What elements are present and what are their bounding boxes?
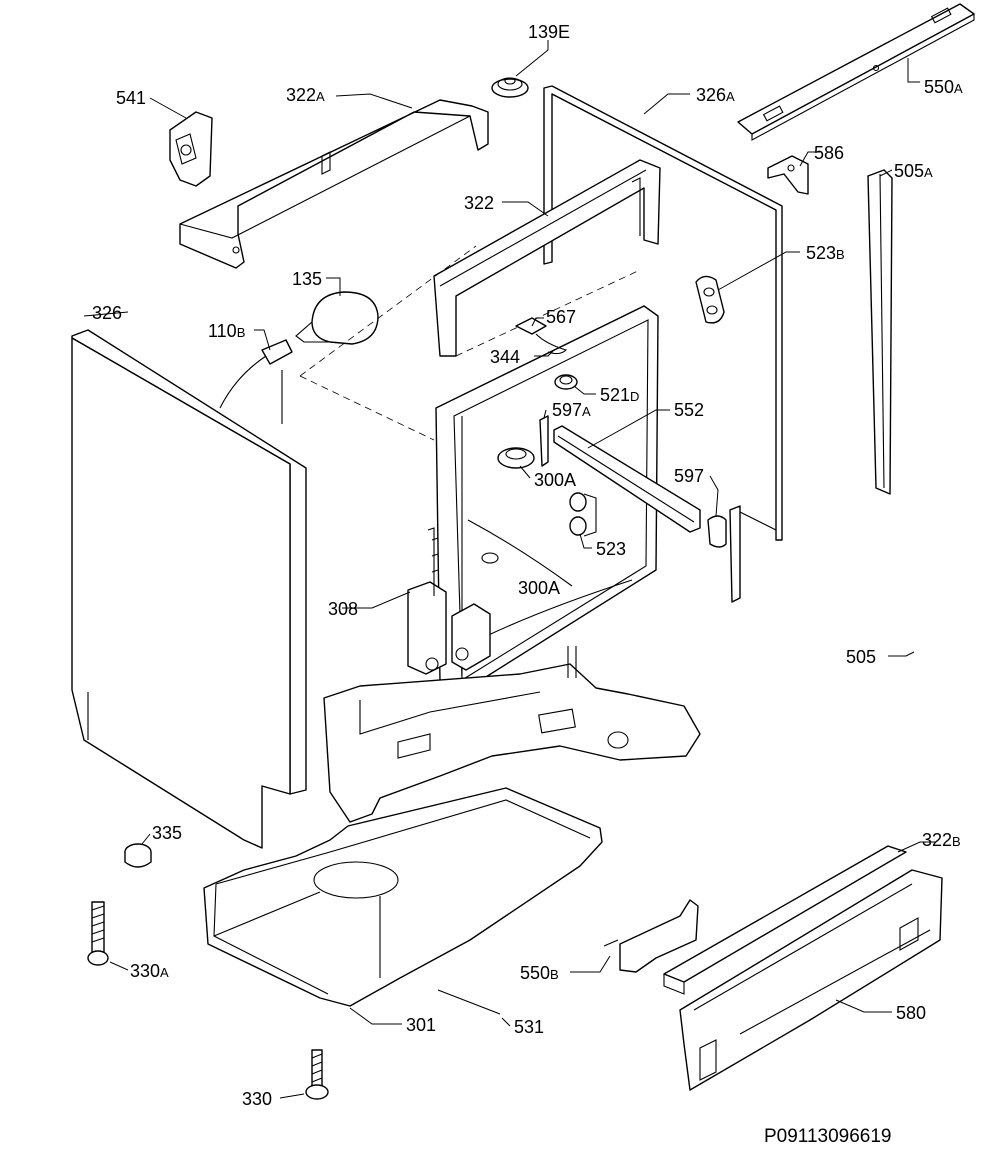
part-597-clip bbox=[707, 515, 727, 548]
part-523b-hinge-plate bbox=[695, 275, 725, 324]
part-300a-hub bbox=[497, 447, 535, 469]
part-597a-hook bbox=[539, 415, 549, 467]
label-139e: 139E bbox=[528, 22, 570, 42]
label-322a: 322A bbox=[286, 85, 325, 105]
part-301-base-tray bbox=[203, 787, 603, 1007]
part-580-kick-panel bbox=[679, 869, 943, 1091]
label-110b: 110B bbox=[208, 321, 245, 341]
label-552: 552 bbox=[674, 400, 704, 420]
callout-labels: 139E 541 322A 326A 550A 586 505A 322 523… bbox=[92, 22, 963, 1109]
label-550a: 550A bbox=[924, 77, 963, 97]
part-135-cap bbox=[295, 291, 379, 345]
label-505: 505 bbox=[846, 647, 876, 667]
leader-lines bbox=[83, 40, 936, 1099]
part-541-clip bbox=[169, 111, 213, 187]
label-597a: 597A bbox=[552, 400, 591, 420]
label-541: 541 bbox=[116, 88, 146, 108]
label-330a: 330A bbox=[130, 961, 169, 981]
label-135: 135 bbox=[292, 269, 322, 289]
label-523b: 523B bbox=[806, 243, 845, 263]
label-505a: 505A bbox=[894, 161, 933, 181]
part-531-rod bbox=[437, 989, 501, 1015]
part-552-rail bbox=[553, 425, 701, 533]
label-322: 322 bbox=[464, 193, 494, 213]
part-505a-side-strip bbox=[867, 169, 893, 495]
label-523: 523 bbox=[596, 539, 626, 559]
tub-outline bbox=[299, 245, 641, 441]
label-326: 326 bbox=[92, 303, 122, 323]
drawing-reference-number: P09113096619 bbox=[764, 1126, 892, 1147]
part-300a-tub bbox=[435, 305, 659, 693]
part-322-upper-frame bbox=[433, 159, 661, 357]
part-330-bolt bbox=[305, 1049, 329, 1100]
label-335: 335 bbox=[152, 823, 182, 843]
label-326a: 326A bbox=[696, 85, 735, 105]
label-322b: 322B bbox=[922, 830, 961, 850]
part-326a-rear-frame bbox=[543, 85, 783, 603]
label-567: 567 bbox=[546, 307, 576, 327]
part-505-door-seal bbox=[746, 497, 918, 818]
part-base-frame bbox=[323, 646, 701, 823]
part-326-side-panel bbox=[71, 329, 307, 849]
part-567-clip bbox=[515, 317, 568, 355]
part-322a-top-rail bbox=[179, 99, 489, 269]
part-335-nut bbox=[124, 843, 152, 868]
label-597: 597 bbox=[674, 466, 704, 486]
part-550b-bracket bbox=[603, 899, 699, 973]
label-550b: 550B bbox=[520, 963, 559, 983]
label-586: 586 bbox=[814, 143, 844, 163]
label-300a-upper: 300A bbox=[534, 470, 576, 490]
label-330: 330 bbox=[242, 1089, 272, 1109]
part-586-bracket bbox=[767, 155, 809, 195]
part-110b-hose bbox=[219, 339, 293, 424]
part-322b-lower-rail bbox=[663, 845, 907, 995]
part-330a-bolt bbox=[87, 901, 109, 966]
part-521d-grommet bbox=[554, 374, 578, 390]
label-344: 344 bbox=[490, 347, 520, 367]
label-300a-lower: 300A bbox=[518, 578, 560, 598]
part-308-hinge bbox=[407, 527, 491, 675]
part-139e-nut bbox=[491, 77, 529, 98]
label-531: 531 bbox=[514, 1017, 544, 1037]
part-550a-mounting-strip bbox=[737, 3, 975, 141]
part-523-fasteners bbox=[569, 492, 597, 537]
label-521d: 521D bbox=[600, 385, 639, 405]
label-301: 301 bbox=[406, 1015, 436, 1035]
label-580: 580 bbox=[896, 1003, 926, 1023]
label-308: 308 bbox=[328, 599, 358, 619]
